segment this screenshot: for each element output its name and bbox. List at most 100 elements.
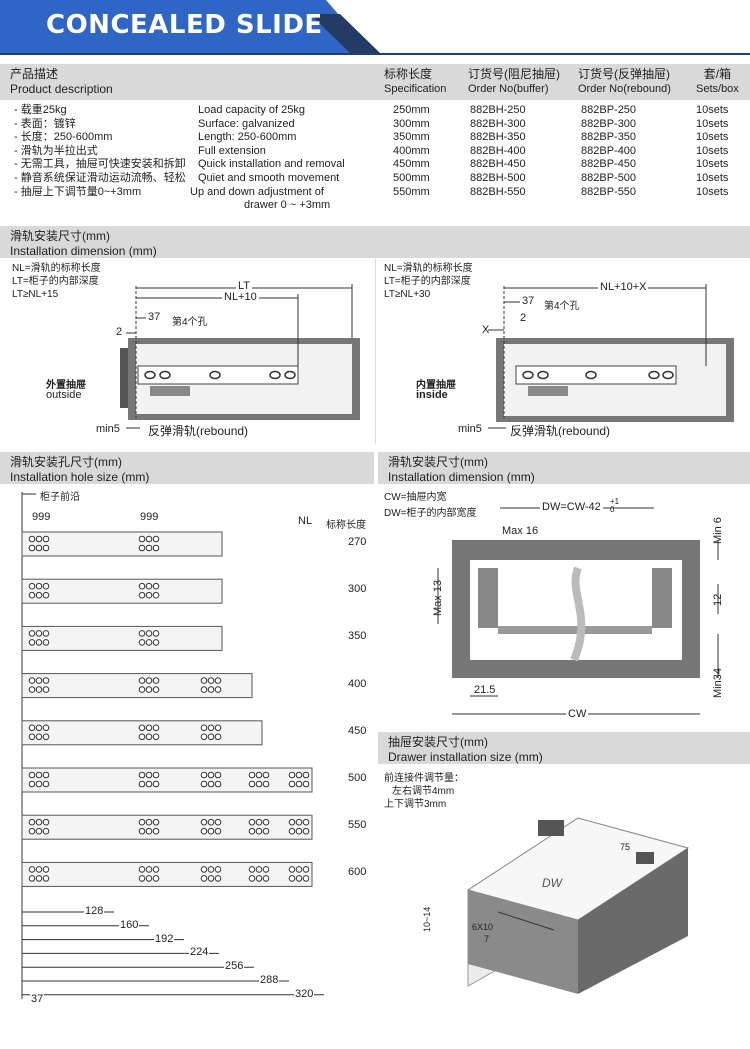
cross-section-drawing xyxy=(437,507,719,715)
mount-hole xyxy=(200,733,208,741)
mount-hole xyxy=(152,771,160,779)
col-spec-en: Specification xyxy=(384,83,447,95)
mount-hole xyxy=(152,677,160,684)
mount-hole xyxy=(138,771,146,779)
col-buf-cn: 订货号(阻尼抽屉) xyxy=(468,67,560,81)
dw-legend: DW=柜子的内部宽度 xyxy=(384,508,477,519)
mount-hole xyxy=(207,677,215,684)
mount-hole xyxy=(42,827,50,835)
mount-hole xyxy=(42,733,50,741)
mount-hole xyxy=(152,591,160,599)
hole-dim-label: 128 xyxy=(84,905,105,917)
install2-header: 滑轨安装尺寸(mm) Installation dimension (mm) xyxy=(378,452,750,484)
mount-hole xyxy=(138,677,146,684)
mount-hole xyxy=(288,866,296,873)
mount-hole xyxy=(28,780,36,788)
inside-label-en: inside xyxy=(416,389,448,401)
mount-hole xyxy=(145,677,153,684)
mount-hole xyxy=(42,535,50,543)
rail-length-label: 300 xyxy=(348,583,367,596)
col-sets-en: Sets/box xyxy=(696,83,739,95)
rail-length-label: 350 xyxy=(348,630,367,643)
adjust-note-2: 左右调节4mm xyxy=(392,786,455,797)
mount-hole xyxy=(295,827,303,835)
mount-hole xyxy=(145,591,153,599)
min5-right: min5 xyxy=(458,423,482,435)
mount-hole xyxy=(138,866,146,873)
adjust-notes: 前连接件调节量： 左右调节4mm 上下调节3mm xyxy=(384,772,464,811)
dim-21-5: 21.5 xyxy=(474,684,496,696)
adjust-note-1: 前连接件调节量： xyxy=(384,773,464,784)
cabinet-front-wall xyxy=(120,348,128,408)
mount-hole xyxy=(138,544,146,552)
mount-hole xyxy=(28,818,36,826)
mount-hole xyxy=(138,686,146,693)
nl-col-label: NL xyxy=(298,515,313,527)
mount-hole xyxy=(35,827,43,835)
mount-hole xyxy=(255,866,263,873)
mount-hole xyxy=(214,677,222,684)
mount-hole xyxy=(248,771,256,779)
hole-drawing xyxy=(21,492,324,999)
drawer-size-header: 抽屉安装尺寸(mm) Drawer installation size (mm) xyxy=(378,732,750,764)
rail-550 xyxy=(21,814,313,840)
feature-cn-item: - 表面：镀锌 xyxy=(14,117,76,130)
hole-dim-label: 160 xyxy=(119,918,140,931)
rail-500 xyxy=(21,767,313,793)
mount-hole xyxy=(42,866,50,873)
mount-hole xyxy=(248,866,256,873)
mount-hole xyxy=(28,639,36,646)
mount-hole xyxy=(214,724,222,732)
mount-hole xyxy=(302,771,310,779)
mount-hole xyxy=(28,591,36,599)
slide-outside-drawing xyxy=(120,284,360,429)
cell-buffer: 882BH-400 xyxy=(470,144,526,157)
mount-hole xyxy=(200,866,208,873)
mount-hole xyxy=(207,686,215,693)
mount-hole xyxy=(138,591,146,599)
mount-hole xyxy=(28,630,36,637)
mount-hole xyxy=(248,818,256,826)
outside-label-en: outside xyxy=(46,389,82,401)
inside-label-cn: 内置抽屉 xyxy=(416,380,456,391)
cell-spec: 500mm xyxy=(393,171,430,184)
mount-hole xyxy=(255,818,263,826)
mount-hole xyxy=(138,582,146,590)
mount-hole xyxy=(200,686,208,693)
mount-hole xyxy=(262,771,270,779)
hole-dim-label: 192 xyxy=(154,932,175,945)
mount-hole xyxy=(214,686,222,693)
mount-hole xyxy=(152,875,160,882)
cell-spec: 450mm xyxy=(393,158,430,171)
mount-hole xyxy=(152,582,160,590)
mount-hole xyxy=(42,677,50,684)
max16-label: Max 16 xyxy=(502,525,539,537)
cell-spec: 550mm xyxy=(393,185,430,198)
mount-hole xyxy=(200,780,208,788)
feature-en-item: drawer 0 ~ +3mm xyxy=(244,199,331,212)
col-reb-en: Order No(rebound) xyxy=(578,83,671,95)
mount-hole xyxy=(152,544,160,552)
mount-hole xyxy=(288,827,296,835)
rail-length-label: 600 xyxy=(348,866,367,879)
max13-label: Max 13 xyxy=(432,579,444,616)
mount-hole xyxy=(255,771,263,779)
cell-spec: 250mm xyxy=(393,104,430,116)
mount-hole xyxy=(42,818,50,826)
dim-12-label: 12 xyxy=(712,593,724,606)
drawer-title-cn: 抽屉安装尺寸(mm) xyxy=(388,735,488,749)
dim-37-holes: 37 xyxy=(30,993,45,1005)
mount-hole xyxy=(288,780,296,788)
rebound-label-right: 反弹滑轨(rebound) xyxy=(510,424,611,438)
features-cn: - 载重25kg- 表面：镀锌- 长度：250-600mm- 滑轨为半拉出式- … xyxy=(14,104,194,199)
product-description-panel: 产品描述 Product description - 载重25kg- 表面：镀锌… xyxy=(0,64,378,220)
